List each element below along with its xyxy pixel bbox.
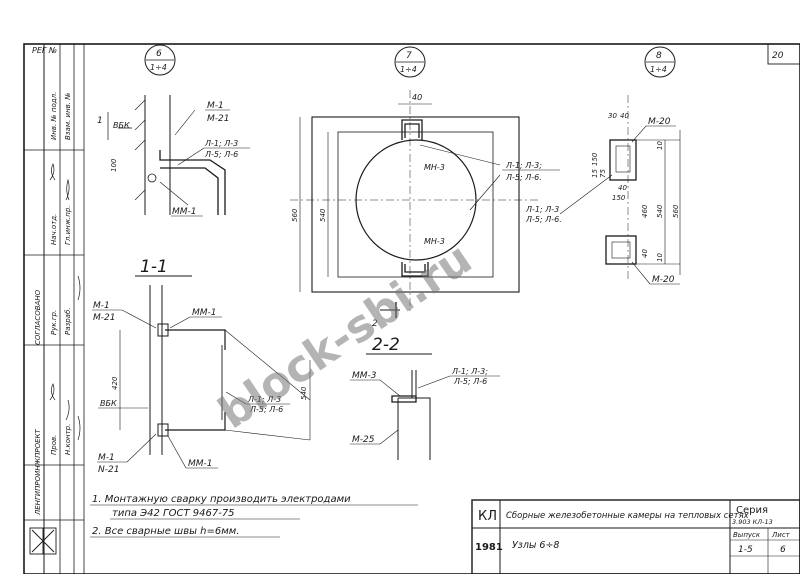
d8-d460: 460 — [641, 204, 649, 218]
s11-m21-top: М-21 — [93, 313, 115, 323]
stamp-staff-0: Нач.отд. — [50, 214, 58, 245]
callout-6: 6 1÷4 — [144, 44, 176, 76]
callout-7: 7 1÷4 — [394, 46, 426, 78]
s11-m1-bottom: М-1 — [98, 453, 115, 463]
s22-l13: Л-1; Л-3; — [451, 367, 488, 376]
d8-d10a: 10 — [656, 141, 664, 150]
reg-label: РЕГ № — [32, 46, 57, 55]
s11-l13: Л-1; Л-3 — [247, 395, 281, 404]
d8-d560: 560 — [672, 204, 680, 218]
stamp-inv: Инв. № подл. — [50, 92, 58, 140]
d8-l1l3: Л-1; Л-3 — [525, 205, 559, 214]
d8-d30: 30 — [608, 112, 617, 120]
d6-l1l3: Л-1; Л-3 — [204, 139, 238, 148]
tb-series-label: Серия — [736, 505, 768, 516]
stamp-agreed: СОГЛАСОВАНО — [34, 289, 42, 345]
d6-m21: М-21 — [207, 114, 229, 124]
d6-cut: 1 — [97, 116, 103, 126]
s11-mm1-bottom: ММ-1 — [188, 459, 213, 469]
callout-8: 8 1÷4 — [644, 46, 676, 78]
callout-8-num: 8 — [656, 51, 662, 61]
sheet-frame — [23, 43, 800, 574]
stamp-staff-3: Разраб. — [64, 307, 72, 335]
stamp-org: ЛЕНГИПРОИНЖПРОЕКТ — [34, 428, 42, 516]
stamp-replaced: Взам. инв. № — [64, 92, 72, 140]
detail-8: М-20 М-20 30 40 150 75 15 40 150 Л-1; Л-… — [525, 95, 681, 285]
s22-l56: Л-5; Л-6 — [453, 377, 487, 386]
stamp-staff-4: Пров. — [50, 435, 58, 455]
s22-mm3: ММ-3 — [352, 371, 377, 381]
d8-d15: 15 — [591, 169, 599, 178]
section-1-1-title: 1-1 — [140, 257, 168, 277]
s11-d540: 540 — [300, 386, 308, 400]
d8-d540: 540 — [656, 204, 664, 218]
watermark: block-sbi.ru — [210, 233, 481, 439]
note-2: 2. Все сварные швы h=6мм. — [92, 526, 240, 537]
s11-mm1-top: ММ-1 — [192, 308, 217, 318]
d6-dim100: 100 — [110, 158, 118, 172]
callout-8-scale: 1÷4 — [650, 65, 667, 74]
tb-issue-label: Выпуск — [733, 531, 761, 539]
tb-subtitle: Узлы 6÷8 — [512, 540, 559, 551]
callout-7-scale: 1÷4 — [400, 65, 417, 74]
s11-vbk: ВБК — [100, 399, 117, 408]
title-block: КЛ 1981 Сборные железобетонные камеры на… — [471, 499, 800, 574]
side-stamp: РЕГ № СОГЛАСОВАНО ЛЕНГИПРОИНЖПРОЕКТ Инв.… — [24, 44, 85, 574]
stamp-staff-2: Рук.гр. — [50, 310, 58, 335]
callout-6-num: 6 — [156, 49, 162, 59]
note-1-cont: типа Э42 ГОСТ 9467-75 — [112, 508, 235, 519]
d7-l56: Л-5; Л-6. — [505, 173, 542, 182]
tb-sheet-label: Лист — [771, 531, 791, 539]
stamp-staff-1: Гл.инж.пр. — [64, 205, 72, 245]
d8-d40c: 40 — [641, 249, 649, 258]
note-1: 1. Монтажную сварку производить электрод… — [92, 494, 351, 505]
d6-l5l6: Л-5; Л-6 — [204, 150, 238, 159]
d6-vbk: ВБК — [113, 121, 130, 130]
d8-d10b: 10 — [656, 253, 664, 262]
d7-cut: 2 — [372, 319, 378, 329]
d8-d40a: 40 — [620, 112, 629, 120]
section-1-1: 1-1 М-1 М-21 ММ-1 ВБК 420 М-1 N-21 ММ-1 … — [92, 257, 311, 475]
tb-issue-value: 1-5 — [738, 545, 753, 555]
tb-title: Сборные железобетонные камеры на тепловы… — [506, 511, 750, 521]
tb-sheet-value: 6 — [780, 545, 786, 555]
page-number-box: 20 — [767, 43, 800, 65]
tb-series-value: 3.903 КЛ-13 — [732, 518, 773, 526]
d6-mm1: ММ-1 — [172, 207, 197, 217]
d8-l5l6: Л-5; Л-6. — [525, 215, 562, 224]
s11-m1-top: М-1 — [93, 301, 110, 311]
d8-m20-top: М-20 — [648, 117, 671, 127]
s11-n21: N-21 — [98, 465, 119, 475]
tb-year: 1981 — [475, 542, 503, 553]
d6-m1: М-1 — [207, 101, 224, 111]
d7-top40: 40 — [412, 93, 422, 102]
d7-mn3-top: МН-3 — [424, 163, 445, 172]
d7-l13: Л-1; Л-3; — [505, 161, 542, 170]
s22-m25: М-25 — [352, 435, 375, 445]
d8-d150b: 150 — [612, 194, 626, 202]
section-2-2-title: 2-2 — [372, 335, 400, 355]
d8-m20-bottom: М-20 — [652, 275, 675, 285]
s11-l56: Л-5; Л-6 — [249, 405, 283, 414]
s11-d420: 420 — [111, 376, 119, 390]
d7-mn3-bottom: МН-3 — [424, 237, 445, 246]
stamp-staff-5: Н.контр. — [64, 424, 72, 455]
d7-d560: 560 — [291, 208, 299, 222]
d8-d75: 75 — [599, 169, 607, 178]
callout-7-num: 7 — [406, 51, 412, 61]
tb-code: КЛ — [478, 509, 497, 524]
detail-7: 40 МН-3 МН-3 Л-1; Л-3; Л-5; Л-6. 560 540… — [290, 90, 560, 329]
detail-6: 1 ВБК 100 М-1 М-21 Л-1; Л-3 Л-5; Л-6 ММ-… — [97, 95, 250, 217]
callout-6-scale: 1÷4 — [150, 63, 167, 72]
section-2-2: 2-2 ММ-3 Л-1; Л-3; Л-5; Л-6 М-25 — [350, 335, 500, 460]
notes: 1. Монтажную сварку производить электрод… — [90, 494, 418, 538]
d8-d150a: 150 — [591, 152, 599, 166]
page-number: 20 — [772, 51, 784, 61]
d8-d40b: 40 — [618, 184, 627, 192]
d7-d540: 540 — [319, 208, 327, 222]
